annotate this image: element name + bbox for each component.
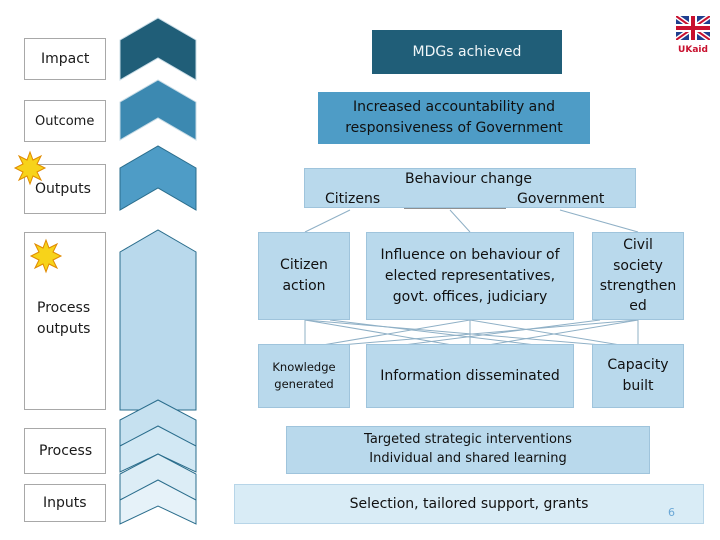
- influence-box: Influence on behaviour of elected repres…: [366, 232, 574, 320]
- level-outputs-label: Outputs: [35, 181, 91, 197]
- chevron-inputs-2: [119, 479, 197, 525]
- government-label: Government: [517, 191, 605, 207]
- level-inputs-label: Inputs: [43, 495, 87, 511]
- accountability-box: Increased accountability and responsiven…: [318, 92, 590, 144]
- capacity-label: Capacity built: [607, 357, 669, 394]
- star-icon: [29, 238, 63, 274]
- accountability-label: Increased accountability and responsiven…: [345, 99, 563, 136]
- level-impact: Impact: [24, 38, 106, 80]
- connector-lines: [304, 209, 639, 349]
- chevron-process-2: [119, 425, 197, 473]
- selection-box: Selection, tailored support, grants: [234, 484, 704, 524]
- selection-label: Selection, tailored support, grants: [349, 495, 589, 512]
- capacity-box: Capacity built: [592, 344, 684, 408]
- targeted-line1: Targeted strategic interventions: [364, 432, 572, 448]
- civil-society-box: Civil society strengthen ed: [592, 232, 684, 320]
- targeted-line2: Individual and shared learning: [369, 451, 567, 466]
- chevron-process-outputs: [119, 229, 197, 411]
- mdgs-box: MDGs achieved: [372, 30, 562, 74]
- influence-label: Influence on behaviour of elected repres…: [380, 246, 560, 305]
- mdgs-label: MDGs achieved: [412, 43, 522, 60]
- slide-number: 6: [668, 506, 675, 519]
- information-label: Information disseminated: [380, 367, 560, 384]
- information-box: Information disseminated: [366, 344, 574, 408]
- union-flag-icon: [674, 13, 712, 43]
- citizens-label: Citizens: [325, 191, 381, 207]
- citizen-action-box: Citizen action: [258, 232, 350, 320]
- civil-society-label: Civil society strengthen ed: [599, 237, 677, 315]
- level-inputs: Inputs: [24, 484, 106, 522]
- chevron-outcome: [119, 79, 197, 141]
- behaviour-change-label: Behaviour change: [405, 171, 533, 187]
- citizen-action-label: Citizen action: [280, 257, 328, 294]
- knowledge-box: Knowledge generated: [258, 344, 350, 408]
- level-process: Process: [24, 428, 106, 474]
- chevron-impact: [119, 17, 197, 81]
- targeted-box: Targeted strategic interventions Individ…: [286, 426, 650, 474]
- level-process-label: Process: [39, 443, 93, 459]
- level-impact-label: Impact: [41, 51, 90, 67]
- level-outcome: Outcome: [24, 100, 106, 142]
- level-process-outputs-label: Process outputs: [37, 299, 91, 338]
- ukaid-logo-text: UKaid: [678, 45, 708, 55]
- chevron-outputs: [119, 145, 197, 211]
- behaviour-change-box: Behaviour change Citizens Government: [304, 168, 636, 208]
- knowledge-label: Knowledge generated: [272, 359, 336, 391]
- star-icon: [13, 150, 47, 186]
- level-outcome-label: Outcome: [35, 113, 95, 129]
- ukaid-logo: UKaid: [674, 13, 712, 56]
